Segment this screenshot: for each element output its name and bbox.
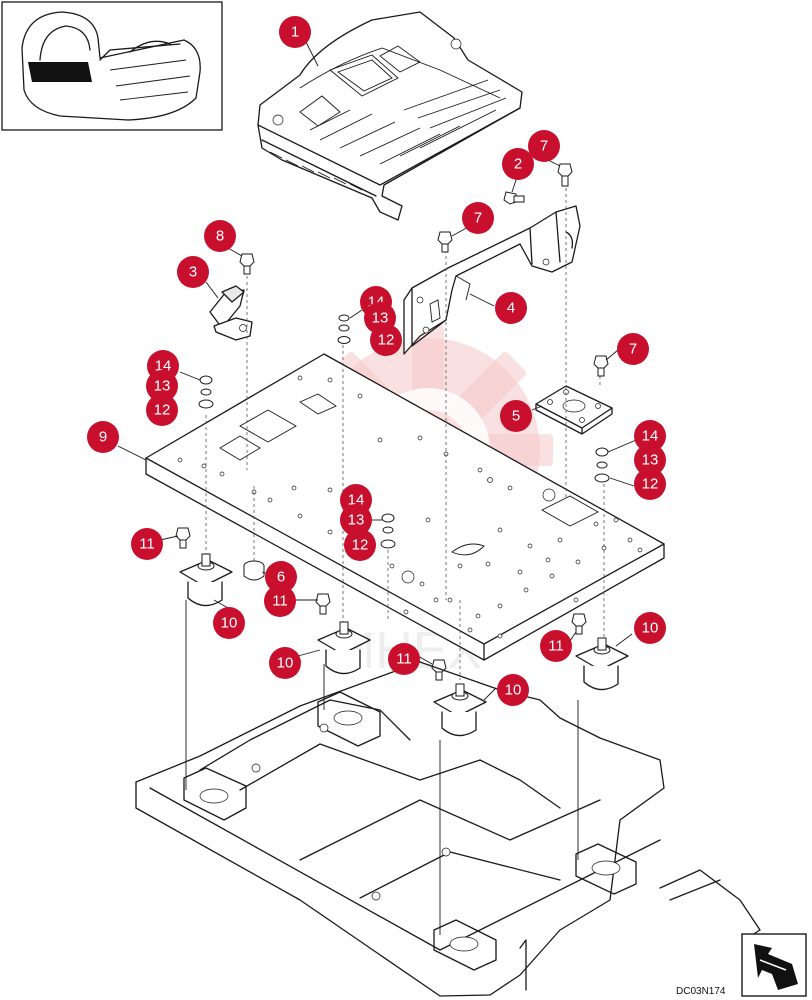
svg-text:12: 12 (378, 332, 395, 349)
svg-text:12: 12 (642, 476, 659, 493)
svg-text:10: 10 (642, 620, 659, 637)
callout-6: 6 (265, 561, 297, 593)
svg-text:12: 12 (154, 402, 171, 419)
svg-text:14: 14 (348, 492, 365, 509)
svg-text:11: 11 (548, 638, 564, 655)
callouts: 1 2 7 7 8 3 14 13 12 4 7 14 13 12 5 9 14… (87, 16, 666, 706)
svg-text:11: 11 (396, 651, 412, 668)
svg-text:6: 6 (277, 569, 285, 586)
callout-11: 11 (264, 585, 296, 617)
callout-8: 8 (204, 220, 236, 252)
bolt-icon (593, 355, 609, 377)
callout-11: 11 (388, 643, 420, 675)
orientation-box (741, 933, 807, 997)
callout-11: 11 (540, 630, 572, 662)
cab-frame (135, 661, 761, 997)
callout-12: 12 (634, 468, 666, 500)
svg-text:13: 13 (642, 452, 659, 469)
svg-text:11: 11 (139, 536, 155, 553)
svg-text:4: 4 (507, 300, 515, 317)
bolt-icon (315, 593, 331, 615)
floor-mat (257, 11, 523, 221)
bolt-icon (503, 191, 525, 205)
bolt-icon (571, 613, 587, 635)
mounting-bracket (403, 205, 581, 355)
callout-10: 10 (634, 612, 666, 644)
svg-text:3: 3 (189, 264, 197, 281)
svg-text:5: 5 (512, 408, 520, 425)
rubber-mount (575, 637, 629, 691)
bolt-icon (437, 231, 453, 253)
machine-overview-icon (21, 11, 201, 121)
svg-text:13: 13 (154, 378, 171, 395)
callout-7: 7 (528, 130, 560, 162)
svg-text:9: 9 (99, 429, 107, 446)
svg-text:14: 14 (155, 358, 172, 375)
svg-text:1: 1 (291, 24, 299, 41)
callout-14: 14 (634, 420, 666, 452)
washer-nut-stack (337, 314, 351, 344)
callout-9: 9 (87, 421, 119, 453)
svg-text:7: 7 (540, 138, 548, 155)
callout-10: 10 (269, 647, 301, 679)
svg-text:10: 10 (221, 615, 238, 632)
svg-text:2: 2 (514, 156, 522, 173)
rubber-mount (433, 683, 487, 737)
callout-7: 7 (462, 202, 494, 234)
callout-5: 5 (500, 400, 532, 432)
rubber-mount (317, 621, 371, 675)
callout-7: 7 (617, 333, 649, 365)
washer-nut-stack (380, 513, 396, 549)
support-plate (535, 385, 613, 435)
svg-text:12: 12 (352, 537, 369, 554)
svg-text:11: 11 (272, 593, 288, 610)
svg-text:7: 7 (629, 341, 637, 358)
svg-text:7: 7 (474, 210, 482, 227)
callout-13: 13 (146, 370, 178, 402)
callout-10: 10 (213, 607, 245, 639)
callout-12: 12 (370, 324, 402, 356)
lock-lever (209, 285, 253, 341)
svg-text:13: 13 (372, 310, 389, 327)
svg-text:8: 8 (216, 228, 224, 245)
svg-text:10: 10 (277, 655, 294, 672)
svg-text:13: 13 (348, 512, 365, 529)
callout-13: 13 (634, 444, 666, 476)
callout-4: 4 (495, 292, 527, 324)
callout-13: 13 (340, 504, 372, 536)
bolt-icon (175, 527, 191, 549)
svg-text:10: 10 (505, 682, 522, 699)
callout-12: 12 (344, 529, 376, 561)
figure-code: DC03N174 (676, 986, 726, 997)
hardware (175, 163, 610, 681)
floor-plate (145, 353, 665, 661)
callout-11: 11 (131, 528, 163, 560)
bolt-icon (557, 163, 573, 187)
callout-2: 2 (502, 148, 534, 180)
bolt-icon (239, 253, 255, 275)
spacer-collar (243, 560, 265, 581)
callout-1: 1 (279, 16, 311, 48)
washer-nut-stack (198, 375, 214, 409)
inset-overview (1, 1, 223, 131)
plate-holes (177, 375, 643, 639)
svg-text:14: 14 (642, 428, 659, 445)
bolt-icon (431, 659, 447, 681)
orientation-arrow-icon (754, 944, 798, 990)
washer-nut-stack (594, 447, 610, 483)
callout-3: 3 (177, 256, 209, 288)
callout-12: 12 (146, 394, 178, 426)
callout-10: 10 (497, 674, 529, 706)
rubber-mount (179, 553, 233, 607)
